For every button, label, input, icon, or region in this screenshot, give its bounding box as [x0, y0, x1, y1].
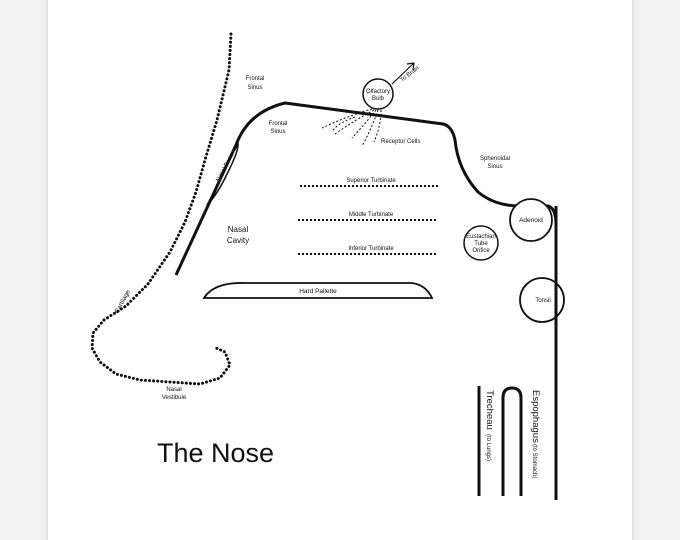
adenoid-label: Adenoid: [519, 217, 543, 224]
frontal-sinus-outer-label-2: Sinus: [247, 85, 262, 91]
sphenoidal-sinus-label-2: Sinus: [487, 164, 502, 170]
nasal-vestibule-label-1: Nasal: [166, 387, 181, 393]
esophagus-sub-label: (to Stomach): [531, 444, 537, 478]
eustachian-label-1: Eustachian: [466, 234, 496, 240]
inferior-turbinate-label: Inferior Turbinate: [348, 246, 394, 252]
trachea-sub-label: (to Lungs): [485, 434, 491, 461]
nose-outer-dotted-outline: [92, 34, 231, 384]
hard-pallette-label: Hard Pallette: [299, 288, 337, 295]
esophagus-tube: [503, 388, 521, 496]
middle-turbinate-label: Middle Turbinate: [349, 212, 394, 218]
frontal-sinus-inner-label-2: Sinus: [270, 129, 285, 135]
sphenoidal-sinus-label-1: Sphenoidal: [480, 156, 510, 162]
trachea-label: Trecheau: [484, 390, 495, 430]
nasal-cavity-label-1: Nasal: [228, 225, 249, 234]
frontal-sinus-inner-label-1: Frontal: [269, 121, 288, 127]
diagram-title: The Nose: [157, 438, 274, 468]
receptor-cells-label: Receptor Cells: [381, 139, 420, 145]
frontal-sinus-outer-label-1: Frontal: [246, 76, 265, 82]
nasal-vestibule-label-2: Vestibule: [162, 395, 187, 401]
esophagus-label: Espophagus: [530, 390, 541, 443]
eustachian-label-2: Tube: [474, 241, 488, 247]
tonsil-label: Tonsil: [535, 298, 550, 304]
eustachian-label-3: Orifice: [472, 248, 490, 254]
nasal-cavity-label-2: Cavity: [227, 236, 249, 245]
superior-turbinate-label: Superior Turbinate: [346, 178, 396, 184]
olfactory-bulb-label-1: Olfactory: [366, 89, 390, 95]
olfactory-bulb-label-2: Bulb: [372, 96, 385, 102]
